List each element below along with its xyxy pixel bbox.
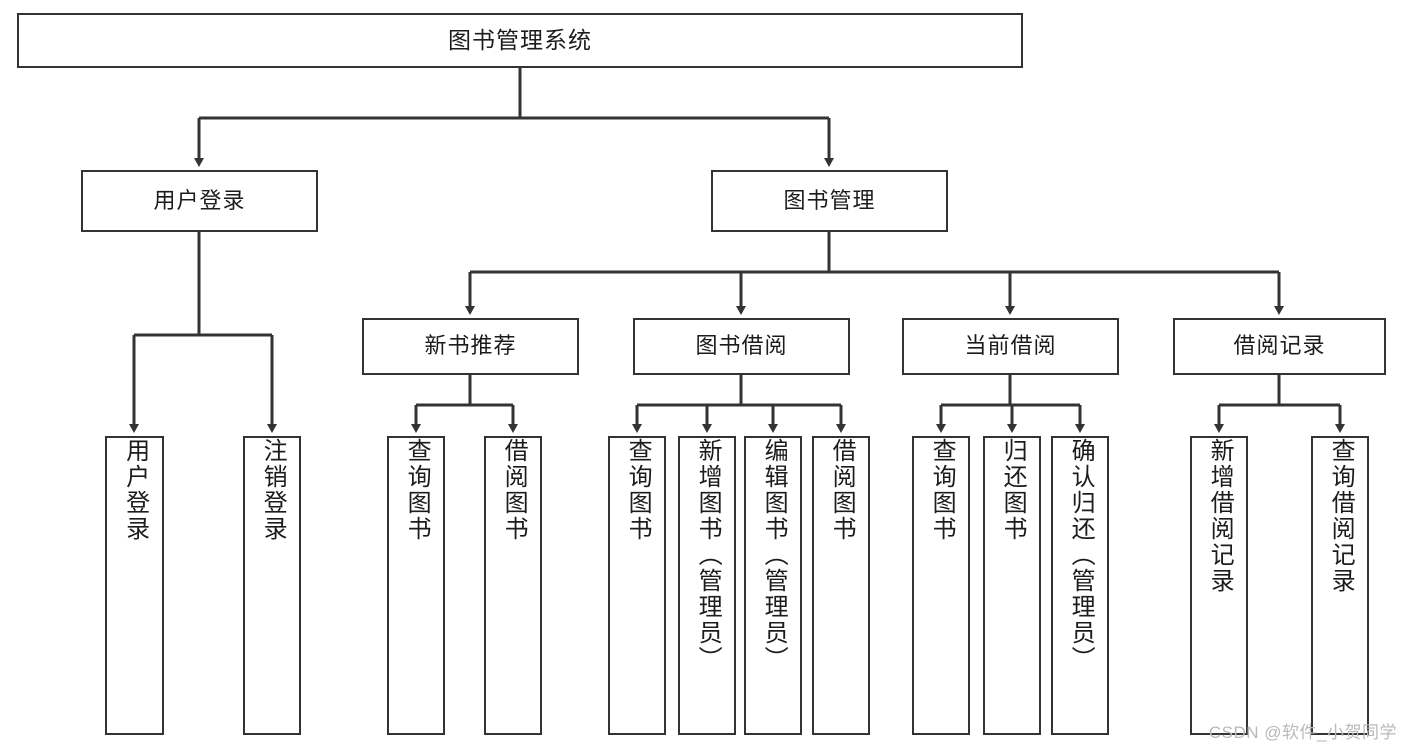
node-label: 新增图书（管理员） (694, 438, 722, 672)
node-leaf12[interactable]: 新增借阅记录 (1190, 436, 1248, 735)
node-leaf1[interactable]: 用户登录 (105, 436, 164, 735)
node-label: 新书推荐 (424, 333, 517, 359)
node-leaf6[interactable]: 新增图书（管理员） (678, 436, 736, 735)
node-leaf8[interactable]: 借阅图书 (812, 436, 870, 735)
node-label: 查询图书 (403, 438, 431, 542)
node-label: 编辑图书（管理员） (760, 438, 788, 672)
node-leaf9[interactable]: 查询图书 (912, 436, 970, 735)
csdn-watermark: CSDN @软件_小贺同学 (1208, 723, 1397, 742)
node-l1b[interactable]: 图书管理 (711, 170, 948, 232)
node-label: 查询图书 (624, 438, 652, 542)
node-leaf5[interactable]: 查询图书 (608, 436, 666, 735)
node-label: 图书管理 (783, 187, 876, 213)
node-label: 注销登录 (259, 438, 287, 542)
node-label: 图书借阅 (695, 333, 788, 359)
node-leaf7[interactable]: 编辑图书（管理员） (744, 436, 802, 735)
node-label: 查询图书 (928, 438, 956, 542)
node-l2b[interactable]: 图书借阅 (633, 318, 850, 375)
node-label: 归还图书 (999, 438, 1027, 542)
node-l1a[interactable]: 用户登录 (81, 170, 318, 232)
node-label: 图书管理系统 (448, 26, 592, 53)
node-root[interactable]: 图书管理系统 (17, 13, 1023, 68)
node-label: 用户登录 (121, 438, 149, 542)
node-leaf13[interactable]: 查询借阅记录 (1311, 436, 1369, 735)
node-l2c[interactable]: 当前借阅 (902, 318, 1119, 375)
node-leaf4[interactable]: 借阅图书 (484, 436, 542, 735)
node-leaf11[interactable]: 确认归还（管理员） (1051, 436, 1109, 735)
node-label: 借阅记录 (1233, 333, 1326, 359)
node-label: 借阅图书 (500, 438, 528, 542)
node-label: 用户登录 (153, 187, 246, 213)
node-label: 查询借阅记录 (1327, 438, 1355, 594)
node-label: 当前借阅 (964, 333, 1057, 359)
node-l2d[interactable]: 借阅记录 (1173, 318, 1386, 375)
node-leaf10[interactable]: 归还图书 (983, 436, 1041, 735)
node-leaf3[interactable]: 查询图书 (387, 436, 445, 735)
node-l2a[interactable]: 新书推荐 (362, 318, 579, 375)
node-label: 借阅图书 (828, 438, 856, 542)
node-label: 确认归还（管理员） (1067, 438, 1095, 672)
node-label: 新增借阅记录 (1206, 438, 1234, 594)
node-leaf2[interactable]: 注销登录 (243, 436, 301, 735)
